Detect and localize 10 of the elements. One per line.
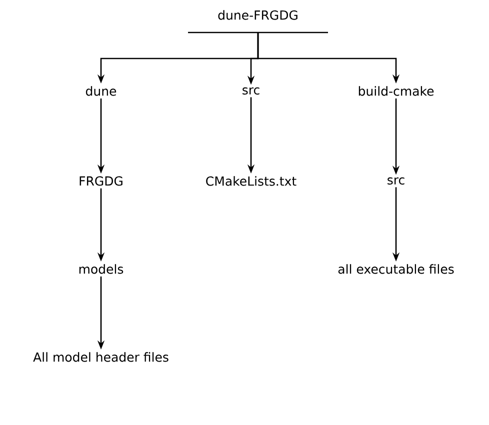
folder-label: dune bbox=[86, 86, 116, 96]
folder-label: CMakeLists.txt bbox=[206, 176, 296, 186]
folder-label: all executable files bbox=[338, 264, 454, 274]
folder-label: FRGDG bbox=[80, 176, 122, 186]
folder-label: dune-FRGDG bbox=[218, 10, 298, 20]
folder-label: models bbox=[79, 264, 124, 274]
folder-label: All model header files bbox=[33, 352, 168, 362]
folder-label: src bbox=[242, 87, 260, 95]
folder-label: build-cmake bbox=[358, 86, 434, 96]
folder-label: src bbox=[388, 177, 404, 185]
